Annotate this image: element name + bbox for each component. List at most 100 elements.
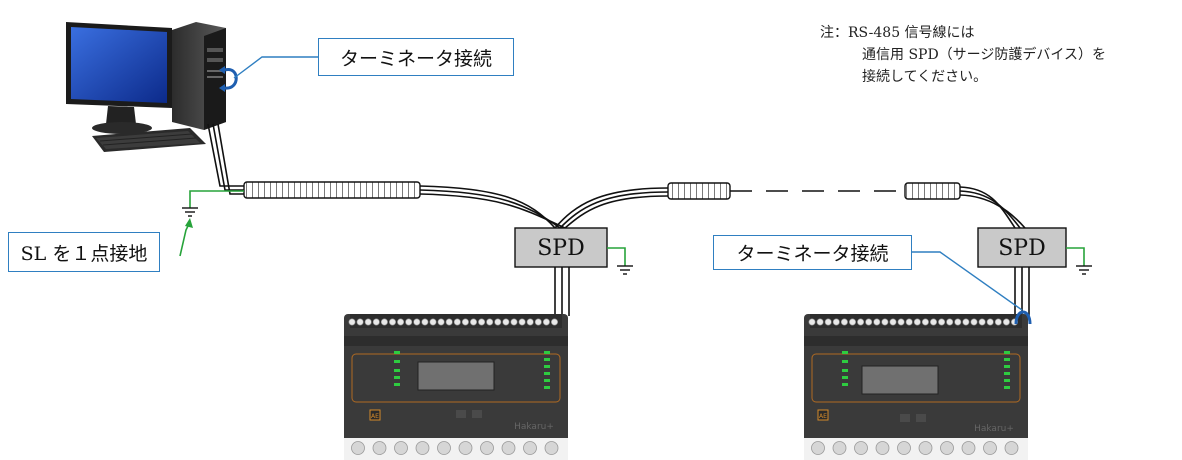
bottom-terminal (961, 441, 976, 455)
keyboard (92, 128, 206, 152)
terminal-screw (445, 318, 453, 326)
device-left: AE Hakaru+ (344, 314, 568, 460)
bottom-terminal (394, 441, 408, 455)
terminal-screw (356, 318, 364, 326)
terminal-screw (946, 318, 954, 326)
monitor (66, 22, 172, 134)
bottom-terminal (501, 441, 516, 455)
ground-callout: SL を１点接地 (8, 232, 160, 272)
terminal-screw (461, 318, 469, 326)
terminal-screw (413, 318, 421, 326)
terminal-screw (913, 318, 921, 326)
spd-left-label: SPD (537, 236, 585, 261)
terminal-screw (510, 318, 518, 326)
terminal-screw (429, 318, 437, 326)
terminal-screw (881, 318, 889, 326)
terminal-screw (502, 318, 510, 326)
device-left-panel-label: AE (371, 413, 379, 420)
terminal-screw (542, 318, 550, 326)
terminal-screw (970, 318, 978, 326)
note-line-3: 接続してください。 (862, 69, 988, 85)
device-terminator-leader (912, 251, 1023, 311)
pc-terminator-leader (233, 56, 318, 79)
bottom-terminal (811, 441, 825, 455)
bottom-terminal (480, 441, 494, 455)
bottom-terminal (458, 441, 473, 455)
bottom-terminal (544, 441, 559, 455)
terminal-screw (808, 318, 816, 326)
note-line-1: 注：RS-485 信号線には (820, 25, 975, 41)
terminal-screw (816, 318, 824, 326)
terminal-screw (986, 318, 994, 326)
terminal-screw (962, 318, 970, 326)
device-right-terminals (808, 318, 1019, 455)
terminal-screw (397, 318, 405, 326)
terminal-screw (534, 318, 542, 326)
pc-terminator-callout: ターミネータ接続 (318, 38, 514, 76)
bottom-terminal (832, 441, 847, 455)
device-right-panel-label: AE (819, 413, 827, 420)
terminal-screw (494, 318, 502, 326)
pc-tower (172, 22, 226, 130)
terminal-screw (453, 318, 461, 326)
terminal-screw (897, 318, 905, 326)
note: 注：RS-485 信号線には 通信用 SPD（サージ防護デバイス）を 接続してく… (820, 22, 1106, 88)
cable-shield-main (243, 181, 421, 199)
device-terminator-callout: ターミネータ接続 (713, 235, 912, 270)
terminal-screw (421, 318, 429, 326)
terminal-screw (905, 318, 913, 326)
device-right: AE Hakaru+ (804, 310, 1032, 460)
bottom-terminal (940, 441, 954, 455)
bottom-terminal (437, 441, 451, 455)
spd-left: SPD (514, 227, 633, 275)
bottom-terminal (875, 441, 890, 455)
terminal-screw (848, 318, 856, 326)
device-terminator-loop (1014, 310, 1032, 325)
terminal-screw (994, 318, 1002, 326)
pc-computer (66, 22, 238, 152)
terminal-screw (526, 318, 534, 326)
bottom-terminal (918, 441, 933, 455)
terminal-screw (437, 318, 445, 326)
bottom-terminal (1004, 441, 1019, 455)
terminal-screw (470, 318, 478, 326)
terminal-screw (388, 318, 396, 326)
terminal-screw (873, 318, 881, 326)
cable-shield-end (904, 182, 961, 200)
terminal-screw (1002, 318, 1010, 326)
bottom-terminal (523, 441, 537, 455)
cable-shield-mid (667, 182, 731, 200)
terminal-screw (865, 318, 873, 326)
terminal-screw (857, 318, 865, 326)
shield-ground (179, 190, 244, 257)
terminal-screw (840, 318, 848, 326)
note-line-2: 通信用 SPD（サージ防護デバイス）を (862, 47, 1106, 63)
bottom-terminal (415, 441, 430, 455)
terminal-screw (551, 318, 559, 326)
terminal-screw (978, 318, 986, 326)
device-left-brand: Hakaru+ (514, 422, 554, 432)
spd-right-label: SPD (998, 236, 1046, 261)
bottom-terminal (854, 441, 868, 455)
terminal-screw (832, 318, 840, 326)
terminal-screw (518, 318, 526, 326)
terminal-screw (380, 318, 388, 326)
terminal-screw (921, 318, 929, 326)
device-left-terminals (348, 318, 559, 455)
terminal-screw (486, 318, 494, 326)
terminal-screw (372, 318, 380, 326)
spd-right: SPD (977, 227, 1092, 275)
terminal-screw (889, 318, 897, 326)
pc-terminator-loop (224, 68, 238, 90)
terminal-screw (478, 318, 486, 326)
terminal-screw (405, 318, 413, 326)
terminal-screw (348, 318, 356, 326)
bottom-terminal (897, 441, 911, 455)
bottom-terminal (983, 441, 997, 455)
terminal-screw (364, 318, 372, 326)
rs485-cable (207, 123, 1030, 316)
terminal-screw (824, 318, 832, 326)
bottom-terminal (351, 441, 365, 455)
bottom-terminal (372, 441, 387, 455)
